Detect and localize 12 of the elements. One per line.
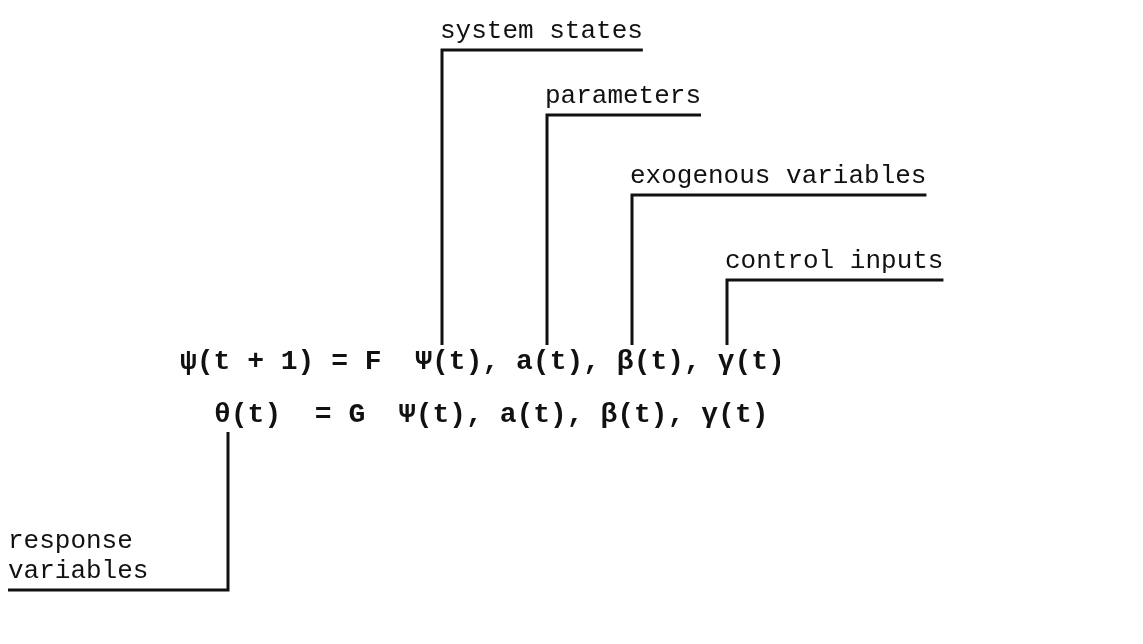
leader-line [630,193,927,345]
equation: ψ(t + 1) = F Ψ(t), a(t), β(t), γ(t) [180,345,785,379]
annotation-label: response variables [8,526,158,586]
equation: θ(t) = G Ψ(t), a(t), β(t), γ(t) [214,398,769,432]
annotation-label: control inputs [725,246,944,276]
leader-line [8,432,230,592]
leader-line [545,113,702,345]
leader-line [440,48,643,345]
annotation-label: parameters [545,81,702,111]
leader-line [725,278,944,345]
annotation-label: system states [440,16,643,46]
annotation-label: exogenous variables [630,161,927,191]
